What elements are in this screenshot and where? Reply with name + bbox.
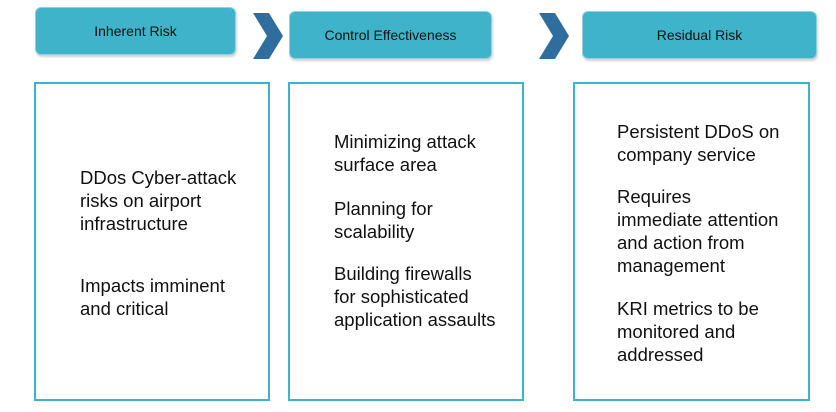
item-line: scalability [334, 221, 415, 242]
item-line: Persistent DDoS on [617, 121, 780, 142]
inherent-risk-item: DDos Cyber-attack risks on airport infra… [80, 166, 236, 235]
residual-risk-header-label: Residual Risk [656, 27, 743, 43]
item-line: company service [617, 144, 756, 165]
item-line: Building firewalls [334, 263, 472, 284]
item-line: monitored and [617, 321, 736, 342]
item-line: risks on airport [80, 190, 202, 211]
inherent-risk-header-label: Inherent Risk [94, 23, 177, 39]
item-line: Planning for [334, 198, 433, 219]
item-line: application assaults [334, 309, 496, 330]
item-line: infrastructure [80, 213, 188, 234]
residual-risk-header: Residual Risk [582, 11, 817, 59]
item-line: for sophisticated [334, 286, 469, 307]
item-line: Impacts imminent [80, 275, 225, 296]
item-line: and critical [80, 298, 169, 319]
control-effectiveness-header-label: Control Effectiveness [324, 27, 457, 43]
item-line: surface area [334, 154, 437, 175]
item-line: and action from [617, 232, 745, 253]
residual-risk-item: KRI metrics to be monitored and addresse… [617, 297, 759, 366]
item-line: KRI metrics to be [617, 298, 759, 319]
inherent-risk-item: Impacts imminent and critical [80, 274, 225, 320]
item-line: Minimizing attack [334, 131, 476, 152]
item-line: immediate attention [617, 209, 779, 230]
inherent-risk-box: DDos Cyber-attack risks on airport infra… [34, 82, 270, 401]
control-effectiveness-item: Planning for scalability [334, 197, 433, 243]
inherent-risk-header: Inherent Risk [35, 7, 236, 55]
control-effectiveness-item: Building firewalls for sophisticated app… [334, 262, 495, 331]
residual-risk-box: Persistent DDoS on company service Requi… [573, 82, 810, 401]
chevron-right-icon [253, 13, 283, 59]
residual-risk-item: Requires immediate attention and action … [617, 185, 778, 277]
item-line: Requires [617, 186, 692, 207]
residual-risk-item: Persistent DDoS on company service [617, 120, 779, 166]
chevron-right-icon [539, 13, 569, 59]
item-line: management [617, 255, 725, 276]
control-effectiveness-header: Control Effectiveness [289, 11, 492, 59]
control-effectiveness-item: Minimizing attack surface area [334, 130, 476, 176]
item-line: addressed [617, 344, 704, 365]
item-line: DDos Cyber-attack [80, 167, 237, 188]
control-effectiveness-box: Minimizing attack surface area Planning … [288, 82, 524, 401]
